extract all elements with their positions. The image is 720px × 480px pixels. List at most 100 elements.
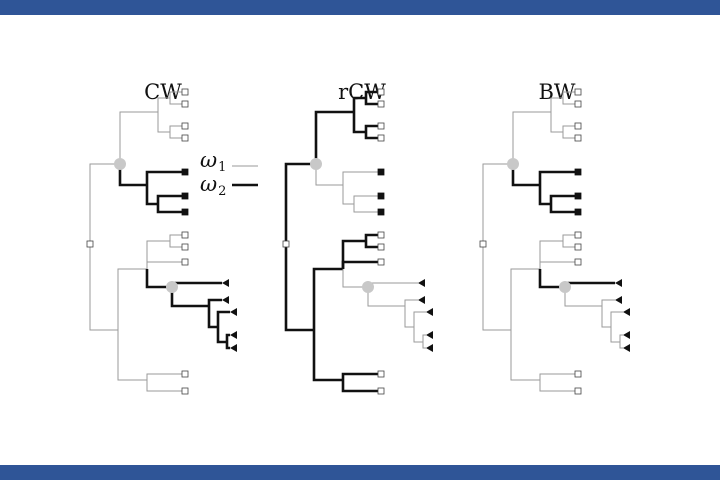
leaf-branch	[539, 380, 575, 392]
leaf-filled-triangle	[222, 296, 229, 304]
leaf-branch	[619, 342, 623, 349]
leaf-open-square	[574, 231, 582, 239]
leaf-filled-triangle	[230, 308, 237, 316]
leaf-filled-square	[377, 192, 385, 200]
tree-branch	[118, 164, 147, 187]
leaf-branch	[538, 170, 575, 185]
leaf-filled-triangle	[615, 296, 622, 304]
tree-branch	[207, 306, 218, 329]
branch-node-marker	[166, 281, 178, 293]
branch-node-marker	[310, 158, 322, 170]
leaf-open-square	[181, 134, 189, 142]
leaf-open-square	[377, 88, 385, 96]
leaf-branch	[156, 194, 182, 204]
leaf-branch	[341, 380, 378, 393]
leaf-filled-triangle	[418, 296, 425, 304]
leaf-filled-square	[377, 208, 385, 216]
leaf-branch	[601, 299, 615, 306]
tree-branch	[157, 97, 170, 112]
leaf-open-square	[377, 231, 385, 239]
tree-branch	[284, 162, 316, 244]
leaf-filled-square	[181, 168, 189, 176]
leaf-branch	[216, 310, 230, 327]
leaf-branch	[413, 311, 426, 327]
tree-cw	[86, 88, 237, 395]
leaf-open-square	[377, 258, 385, 266]
leaf-branch	[610, 311, 623, 327]
branch-node-marker	[114, 158, 126, 170]
leaf-open-square	[574, 134, 582, 142]
tree-branch	[404, 306, 414, 328]
leaf-filled-square	[574, 208, 582, 216]
leaf-filled-triangle	[230, 344, 237, 352]
leaf-branch	[169, 125, 182, 132]
tree-branch	[117, 330, 147, 381]
tree-branch	[315, 164, 343, 186]
tree-branch	[312, 267, 343, 330]
leaf-branch	[539, 261, 575, 269]
leaf-open-square	[377, 122, 385, 130]
leaf-branch	[562, 125, 575, 132]
leaf-open-square	[181, 122, 189, 130]
leaf-branch	[146, 261, 182, 269]
leaf-branch	[225, 342, 230, 350]
leaf-branch	[549, 204, 575, 214]
leaf-branch	[207, 298, 222, 306]
leaf-filled-square	[574, 192, 582, 200]
tree-branch	[564, 287, 602, 307]
leaf-filled-triangle	[623, 344, 630, 352]
leaf-branch	[364, 98, 378, 106]
leaf-branch	[422, 342, 426, 349]
leaf-branch	[342, 171, 378, 185]
leaf-branch	[341, 260, 378, 269]
tree-rcw	[282, 88, 433, 395]
leaf-open-square	[574, 243, 582, 251]
leaf-branch	[341, 372, 378, 380]
tree-branch	[314, 110, 354, 164]
leaf-filled-triangle	[426, 344, 433, 352]
tree-branch	[284, 244, 314, 332]
branch-node-marker	[559, 281, 571, 293]
leaf-filled-triangle	[623, 331, 630, 339]
leaf-open-square	[377, 370, 385, 378]
branch-node-marker	[507, 158, 519, 170]
leaf-branch	[225, 333, 230, 342]
tree-branch	[146, 240, 170, 269]
leaf-filled-square	[574, 168, 582, 176]
tree-branch	[511, 164, 540, 187]
tree-branch	[312, 330, 343, 382]
root-node	[86, 240, 94, 248]
tree-branch	[550, 112, 563, 133]
leaf-branch	[549, 194, 575, 204]
legend-omega2-label: ω2	[200, 172, 227, 199]
leaf-branch	[364, 132, 378, 140]
tree-branch	[352, 112, 366, 134]
leaf-filled-triangle	[230, 331, 237, 339]
leaf-branch	[353, 204, 378, 213]
leaf-branch	[562, 234, 575, 241]
leaf-filled-square	[377, 168, 385, 176]
leaf-open-square	[377, 100, 385, 108]
leaf-filled-triangle	[426, 308, 433, 316]
leaf-branch	[169, 132, 182, 139]
leaf-branch	[364, 241, 378, 249]
leaf-open-square	[181, 370, 189, 378]
tree-branch	[538, 269, 565, 289]
leaf-open-square	[181, 258, 189, 266]
leaf-open-square	[574, 258, 582, 266]
tree-branch	[601, 306, 611, 328]
leaf-branch	[146, 380, 182, 392]
branch-node-marker	[362, 281, 374, 293]
tree-branch	[367, 287, 405, 307]
leaf-open-square	[574, 387, 582, 395]
tree-branch	[145, 269, 172, 289]
leaf-branch	[562, 98, 575, 105]
leaf-filled-square	[181, 192, 189, 200]
tree-branch	[341, 239, 366, 269]
tree-branch	[117, 268, 147, 330]
legend-omega1-label: ω1	[200, 148, 227, 175]
leaf-branch	[562, 241, 575, 248]
tree-branch	[482, 244, 511, 331]
tree-bw	[479, 88, 630, 395]
